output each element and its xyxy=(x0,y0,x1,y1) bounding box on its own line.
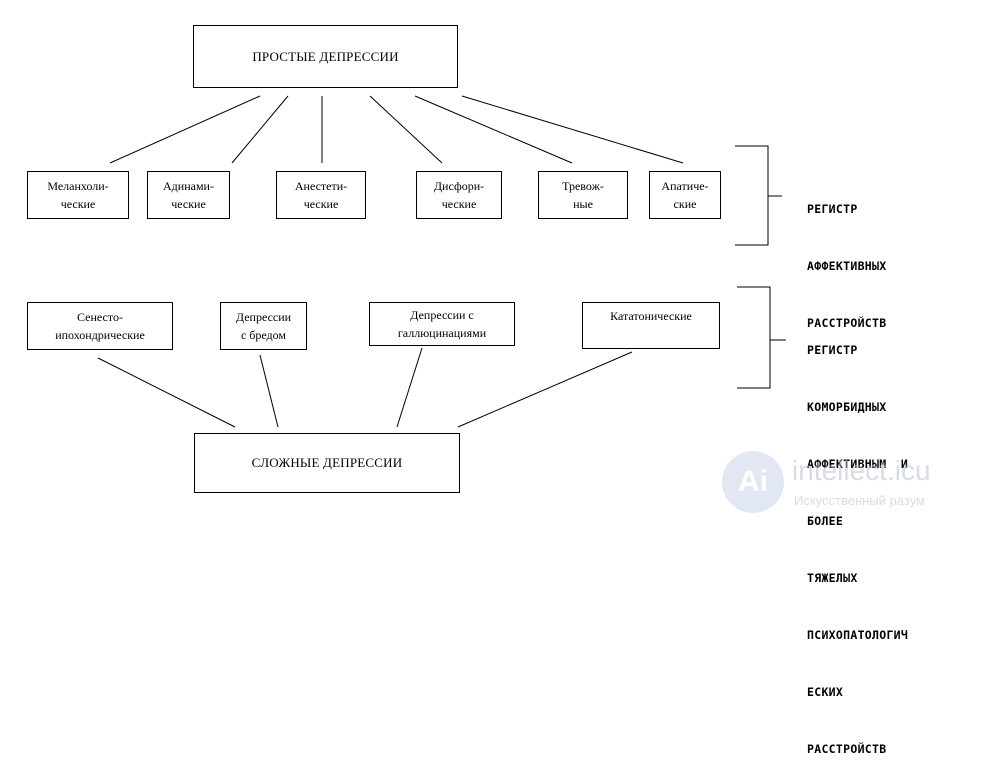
complex-type-catatonic: Кататонические xyxy=(582,302,720,349)
register-line: ЕСКИХ xyxy=(807,685,844,699)
register-line: БОЛЕЕ xyxy=(807,514,844,528)
simple-type-adynamic: Адинами- ческие xyxy=(147,171,230,219)
connector-line xyxy=(457,351,633,428)
complex-type-delusional: Депрессии с бредом xyxy=(220,302,307,350)
complex-type-line1: Кататонические xyxy=(610,309,692,323)
simple-type-line1: Анестети- xyxy=(294,179,348,193)
watermark-logo-icon: Ai xyxy=(722,451,784,513)
register-line: РАССТРОЙСТВ xyxy=(807,742,887,756)
simple-type-dysphoric: Дисфори- ческие xyxy=(416,171,502,219)
simple-type-line2: ческие xyxy=(441,197,477,211)
simple-type-melancholic: Меланхоли- ческие xyxy=(27,171,129,219)
connector-line xyxy=(259,354,279,428)
simple-type-line2: ные xyxy=(573,197,593,211)
simple-type-line1: Апатиче- xyxy=(661,179,709,193)
connector-lines xyxy=(97,95,786,428)
simple-depressions-label: ПРОСТЫЕ ДЕПРЕССИИ xyxy=(252,48,399,64)
register-line: КОМОРБИДНЫХ xyxy=(807,400,887,414)
complex-depressions-box: СЛОЖНЫЕ ДЕПРЕССИИ xyxy=(194,433,460,493)
simple-type-line1: Тревож- xyxy=(562,179,604,193)
watermark: Ai intellect.icu Искусственный разум xyxy=(722,447,992,517)
connector-line xyxy=(109,95,261,164)
register-line: АФФЕКТИВНЫМ И xyxy=(807,457,909,471)
complex-depressions-label: СЛОЖНЫЕ ДЕПРЕССИИ xyxy=(251,455,403,470)
simple-type-anesthetic: Анестети- ческие xyxy=(276,171,366,219)
register-line: ТЯЖЕЛЫХ xyxy=(807,571,858,585)
watermark-name: intellect.icu xyxy=(792,455,931,486)
complex-type-hallucinatory: Депрессии с галлюцинациями xyxy=(369,302,515,346)
connector-line xyxy=(461,95,684,164)
simple-type-anxious: Тревож- ные xyxy=(538,171,628,219)
watermark-logo-text: Ai xyxy=(738,465,768,498)
register-affective-label: РЕГИСТР АФФЕКТИВНЫХ РАССТРОЙСТВ xyxy=(807,162,886,352)
complex-type-line1: Депрессии xyxy=(235,310,292,324)
simple-type-line1: Адинами- xyxy=(163,179,214,193)
connector-line xyxy=(396,347,423,428)
complex-type-line1: Депрессии с xyxy=(410,308,474,322)
watermark-subtitle: Искусственный разум xyxy=(794,493,925,508)
complex-type-line2: галлюцинациями xyxy=(397,326,487,340)
register-line: РЕГИСТР xyxy=(807,202,858,216)
connector-line xyxy=(97,357,236,428)
simple-type-line1: Меланхоли- xyxy=(47,179,109,193)
register-brace-1 xyxy=(735,145,782,246)
simple-type-line2: ские xyxy=(673,197,697,211)
register-brace-2 xyxy=(737,286,786,389)
register-line: АФФЕКТИВНЫХ xyxy=(807,259,887,273)
connector-line xyxy=(369,95,443,164)
register-comorbid-label: РЕГИСТР КОМОРБИДНЫХ АФФЕКТИВНЫМ И БОЛЕЕ … xyxy=(807,303,908,778)
complex-type-line2: с бредом xyxy=(240,328,287,342)
simple-type-line2: ческие xyxy=(303,197,339,211)
simple-depressions-box: ПРОСТЫЕ ДЕПРЕССИИ xyxy=(193,25,458,88)
connector-line xyxy=(231,95,289,164)
complex-type-line1: Сенесто- xyxy=(77,310,123,324)
simple-type-line1: Дисфори- xyxy=(433,179,485,193)
connector-line xyxy=(414,95,573,164)
simple-type-apathetic: Апатиче- ские xyxy=(649,171,721,219)
simple-type-line2: ческие xyxy=(171,197,206,211)
simple-type-line2: ческие xyxy=(60,197,96,211)
register-line: ПСИХОПАТОЛОГИЧ xyxy=(807,628,909,642)
complex-type-line2: ипохондрические xyxy=(55,328,145,342)
complex-type-senesto-hypochondriac: Сенесто- ипохондрические xyxy=(27,302,173,350)
register-line: РАССТРОЙСТВ xyxy=(807,316,887,330)
register-line: РЕГИСТР xyxy=(807,343,858,357)
